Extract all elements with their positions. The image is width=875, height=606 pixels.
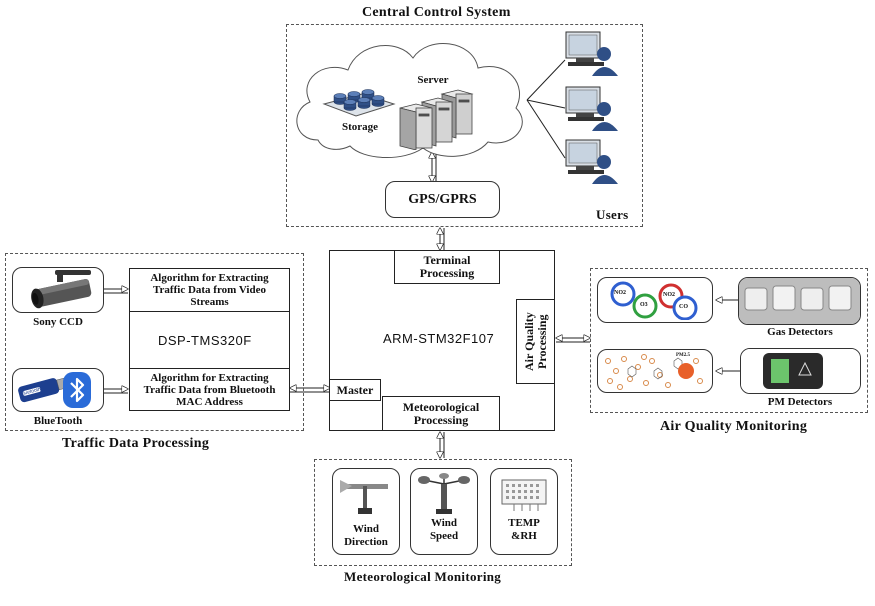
wind-speed-label: Wind Speed: [429, 517, 459, 542]
algo-bt-box: Algorithm for Extracting Traffic Data fr…: [129, 368, 290, 411]
server-label: Server: [417, 74, 449, 86]
traffic-title: Traffic Data Processing: [62, 436, 210, 451]
wind-direction-label: Wind Direction: [344, 523, 388, 548]
central-panel: [286, 24, 643, 227]
air-title: Air Quality Monitoring: [660, 419, 808, 434]
storage-icon: [322, 89, 396, 117]
gps-label: GPS/GPRS: [408, 191, 477, 207]
gas-detector-card: [738, 277, 861, 325]
airq-processing-box: Air Quality Processing: [516, 299, 555, 384]
pm-detector-card: [740, 348, 861, 394]
master-box: Master: [329, 379, 381, 401]
gas-detector-icon: [739, 278, 860, 324]
users-label: Users: [596, 207, 629, 222]
air-panel: [590, 268, 868, 413]
arrow-met-panel: [440, 432, 445, 458]
bluetooth-icon: [63, 372, 91, 408]
camera-icon: [31, 270, 92, 309]
arrow-camera-algo: [104, 289, 128, 294]
algo-bt-label: Algorithm for Extracting Traffic Data fr…: [143, 371, 276, 408]
line-server-user2: [526, 99, 566, 109]
user-workstation-3: [565, 139, 618, 184]
central-title: Central Control System: [362, 5, 511, 20]
dsp-label: DSP-TMS320F: [158, 333, 252, 348]
gas-label: Gas Detectors: [767, 326, 833, 338]
traffic-panel: [5, 253, 304, 431]
camera-card: [12, 267, 104, 313]
arm-label: ARM-STM32F107: [383, 331, 495, 346]
met-title: Meteorological Monitoring: [344, 569, 502, 584]
algo-video-box: Algorithm for Extracting Traffic Data fr…: [129, 268, 290, 312]
met-panel: [314, 459, 572, 566]
pm-label: PM Detectors: [767, 396, 833, 408]
pm-particles-icon: [605, 354, 703, 390]
arrow-air-panel: [556, 338, 590, 343]
gas-molecule-2: NO2: [663, 292, 675, 298]
algo-video-label: Algorithm for Extracting Traffic Data fr…: [150, 272, 269, 308]
terminal-processing-box: Terminal Processing: [394, 250, 500, 284]
temp-humidity-sensor-icon: [501, 479, 547, 511]
terminal-label: Terminal Processing: [419, 253, 475, 280]
arrow-gps-terminal: [440, 228, 445, 250]
user-workstation-2: [565, 86, 618, 131]
storage-label: Storage: [341, 121, 379, 133]
line-server-user1: [526, 59, 566, 101]
user-workstation-1: [565, 31, 618, 76]
camera-label: Sony CCD: [33, 316, 83, 328]
gps-gprs-box: GPS/GPRS: [385, 181, 500, 218]
airq-processing-label: Air Quality Processing: [521, 312, 549, 371]
arrow-dsp-master: [290, 388, 330, 393]
met-processing-box: Meteorological Processing: [382, 396, 500, 431]
temp-rh-label: TEMP &RH: [508, 517, 540, 542]
arrow-server-gps: [432, 152, 437, 182]
gas-molecule-3: O3: [640, 302, 648, 308]
server-icon: [399, 89, 474, 150]
anemometer-icon: [418, 473, 470, 514]
gas-molecule-1: NO2: [614, 290, 626, 296]
gas-molecule-4: CO: [679, 304, 688, 310]
pm-particle-label: PM2.5: [676, 353, 691, 358]
arrow-bluetooth-algo: [104, 389, 128, 394]
met-processing-label: Meteorological Processing: [402, 399, 480, 427]
gas-molecules-icon: [610, 281, 698, 320]
line-server-user3: [526, 99, 566, 159]
wind-vane-icon: [340, 480, 388, 514]
bluetooth-label: BlueTooth: [33, 415, 83, 427]
master-label: Master: [336, 382, 374, 397]
pm-detector-icon: [741, 349, 860, 393]
